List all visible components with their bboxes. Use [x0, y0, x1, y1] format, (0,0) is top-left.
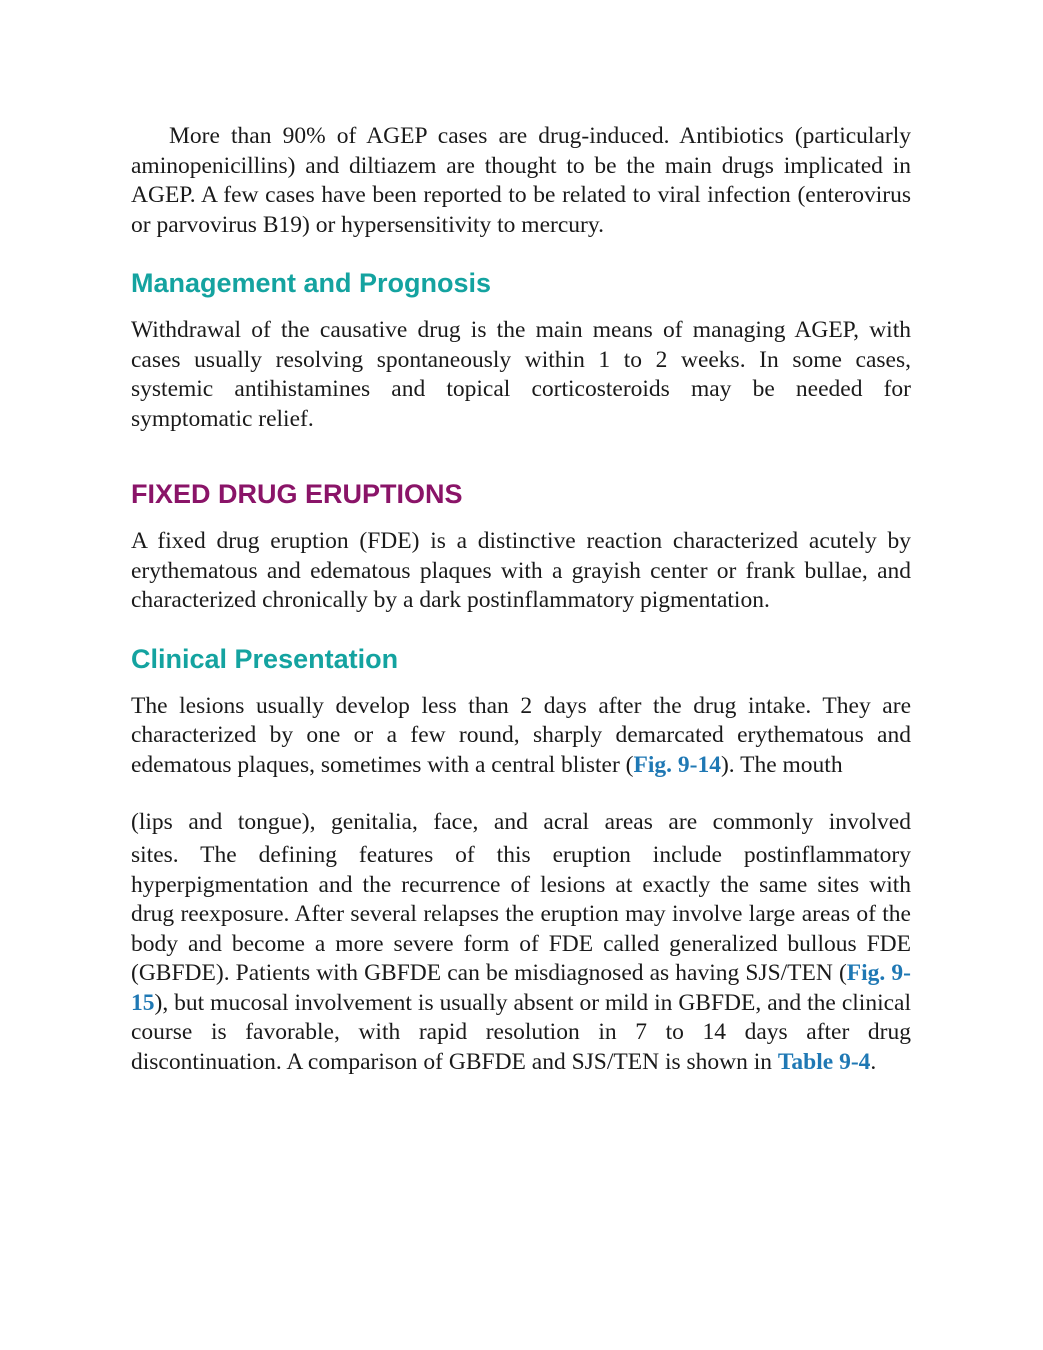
paragraph-management: Withdrawal of the causative drug is the … — [131, 317, 911, 432]
paragraph-agep-causes: More than 90% of AGEP cases are drug-ind… — [131, 123, 911, 238]
figure-link-9-14[interactable]: Fig. 9-14 — [633, 751, 721, 778]
clinical-text: . — [870, 1048, 877, 1075]
table-link-9-4[interactable]: Table 9-4 — [777, 1048, 871, 1075]
page-content: More than 90% of AGEP cases are drug-ind… — [131, 122, 911, 1077]
clinical-text: The lesions usually develop less than 2 … — [131, 692, 911, 778]
paragraph-clinical-part1: The lesions usually develop less than 2 … — [131, 692, 911, 781]
heading-clinical-presentation: Clinical Presentation — [131, 643, 399, 674]
clinical-text: sites. The defining features of this eru… — [131, 842, 911, 986]
clinical-text: ). The mouth — [720, 751, 843, 778]
heading-management-prognosis: Management and Prognosis — [131, 268, 492, 298]
paragraph-clinical-part2: sites. The defining features of this eru… — [131, 841, 911, 1077]
paragraph-clinical-line: (lips and tongue), genitalia, face, and … — [131, 809, 911, 835]
clinical-text: ), but mucosal involvement is usually ab… — [131, 989, 911, 1075]
figure-link-9-15[interactable]: Fig. 9-15 — [131, 960, 911, 1016]
paragraph-fde-definition: A fixed drug eruption (FDE) is a distinc… — [131, 528, 911, 613]
heading-fixed-drug-eruptions: FIXED DRUG ERUPTIONS — [131, 479, 463, 509]
